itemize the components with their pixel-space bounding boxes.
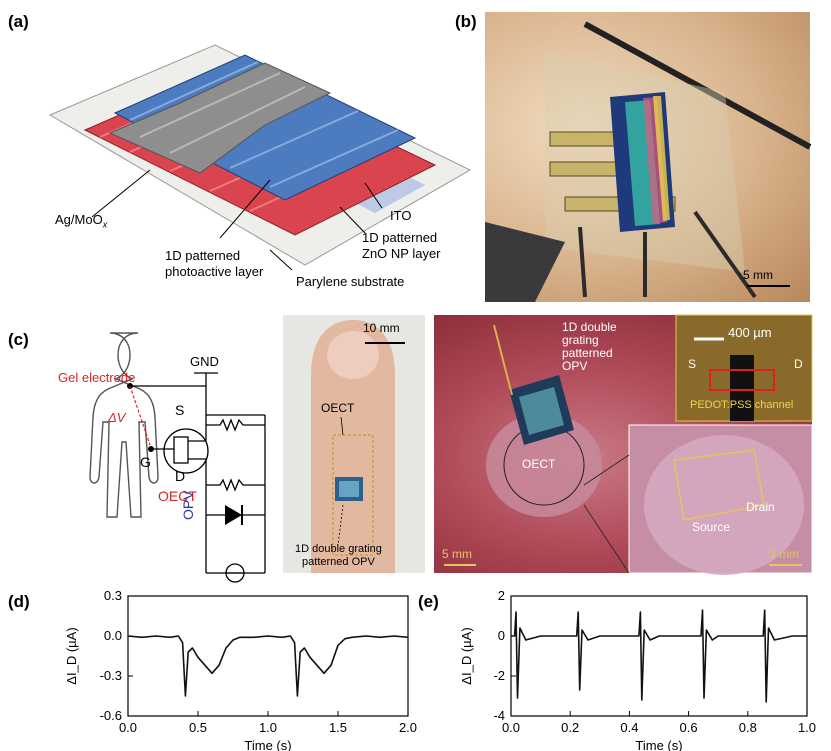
zno-label-line2: ZnO NP layer — [362, 246, 441, 261]
panel-label-c: (c) — [8, 330, 29, 349]
diode-symbol — [225, 505, 242, 525]
x-tick-label: 0.4 — [620, 720, 638, 735]
x-tick-label: 1.0 — [798, 720, 816, 735]
drain-label: Drain — [746, 500, 775, 514]
x-tick-label: 2.0 — [399, 720, 417, 735]
gel-electrode-label: Gel electrode — [58, 370, 136, 385]
photo-b-scale-label: 5 mm — [743, 268, 773, 282]
y-axis-label: ΔI_D (µA) — [64, 627, 79, 684]
delta-v-label: ΔV — [108, 410, 126, 425]
inset-s-label: S — [688, 357, 697, 371]
inset-d-label: D — [794, 357, 803, 371]
finger-opv-label: 1D double grating patterned OPV — [295, 543, 382, 569]
inset-channel-label: PEDOT:PSS channel — [690, 399, 794, 411]
channel-gap — [730, 355, 754, 421]
circuit-wires — [130, 372, 266, 583]
channel-highlight — [709, 369, 775, 391]
ag-moox-label: Ag/MoOx — [55, 212, 108, 230]
heart-opv-label-line3: patterned — [562, 346, 613, 360]
panel-label-d: (d) — [8, 592, 30, 611]
photoactive-label-line2: photoactive layer — [165, 264, 264, 279]
tweezer-tip — [485, 222, 565, 302]
circuit-schematic — [89, 332, 266, 583]
leader-lines — [91, 169, 383, 271]
signal-trace — [127, 635, 409, 697]
y-tick-label: 0.0 — [104, 628, 122, 643]
x-tick-label: 0.8 — [739, 720, 757, 735]
drain-terminal-label: D — [175, 468, 186, 484]
finger-photo: 10 mm OECT 1D double grating patterned O… — [283, 315, 425, 573]
delta-v-arrow — [129, 385, 151, 446]
electrode-ridges — [139, 72, 306, 154]
x-tick-label: 0.0 — [502, 720, 520, 735]
zno-label: 1D patterned ZnO NP layer — [362, 230, 441, 262]
body-outline — [89, 332, 159, 518]
x-tick-label: 0.6 — [680, 720, 698, 735]
heart-right-scale-label: 3 mm — [769, 547, 799, 561]
finger-oect-label: OECT — [321, 401, 355, 415]
heart-oect-label: OECT — [522, 457, 556, 471]
parylene-label: Parylene substrate — [296, 274, 405, 289]
heart-left-scale-label: 5 mm — [442, 547, 472, 561]
device-outline — [332, 434, 374, 556]
source-label: Source — [692, 520, 731, 534]
y-tick-label: -0.6 — [100, 708, 122, 723]
device-photo-drawing — [485, 21, 812, 302]
ito-label: ITO — [390, 208, 412, 223]
device-photo: 5 mm — [485, 12, 812, 302]
heart-opv-label-line4: OPV — [562, 359, 588, 373]
panel-label-b: (b) — [455, 12, 477, 31]
ag-moox-electrode — [108, 62, 332, 174]
heart-photo: 1D double grating patterned OPV OECT 5 m… — [434, 314, 813, 575]
finger-opv-label-line1: 1D double grating — [295, 543, 382, 555]
y-tick-label: 0.3 — [104, 588, 122, 603]
x-axis-label: Time (s) — [635, 738, 682, 751]
y-axis-label: ΔI_D (µA) — [459, 627, 474, 684]
panel-label-e: (e) — [418, 592, 439, 611]
opv-circuit-label: OPV — [180, 490, 196, 520]
finger-scale-label: 10 mm — [363, 321, 400, 335]
finger-shape — [311, 320, 395, 573]
y-tick-label: -4 — [493, 708, 505, 723]
gnd-label: GND — [190, 354, 219, 369]
plot-frame — [510, 595, 808, 717]
device-schematic — [48, 44, 472, 271]
electrode-lines — [578, 210, 757, 299]
x-tick-label: 0.0 — [119, 720, 137, 735]
y-tick-label: 2 — [498, 588, 505, 603]
photoactive-label: 1D patterned photoactive layer — [165, 248, 263, 280]
finger-photo-drawing — [311, 320, 405, 573]
heart-opv-label-line1: 1D double — [562, 320, 617, 334]
signal-trace — [511, 609, 807, 703]
heart-opv-label-line2: grating — [562, 333, 599, 347]
photoactive-label-line1: 1D patterned — [165, 248, 241, 263]
zoom-device-outline — [673, 449, 765, 521]
fingernail — [327, 331, 379, 379]
panel-label-a: (a) — [8, 12, 29, 31]
x-tick-label: 1.5 — [329, 720, 347, 735]
heart-surface — [486, 413, 602, 517]
heart-photo-drawing — [444, 314, 813, 575]
gate-terminal-label: G — [140, 454, 151, 470]
x-tick-label: 0.2 — [561, 720, 579, 735]
inset-scale-label: 400 µm — [728, 325, 772, 340]
x-axis-label: Time (s) — [244, 738, 291, 751]
finger-opv-label-line2: patterned OPV — [302, 556, 375, 568]
x-tick-label: 1.0 — [259, 720, 277, 735]
heart-opv-label: 1D double grating patterned OPV — [562, 321, 617, 373]
y-tick-label: 0 — [498, 628, 505, 643]
x-tick-label: 0.5 — [189, 720, 207, 735]
y-tick-label: -2 — [493, 668, 505, 683]
photoactive-layer — [113, 54, 417, 201]
source-terminal-label: S — [175, 402, 185, 418]
y-tick-label: -0.3 — [100, 668, 122, 683]
zno-label-line1: 1D patterned — [362, 230, 438, 245]
tweezer-arm — [583, 21, 812, 150]
oect-circuit-label: OECT — [158, 488, 197, 504]
plot-frame — [127, 595, 409, 717]
